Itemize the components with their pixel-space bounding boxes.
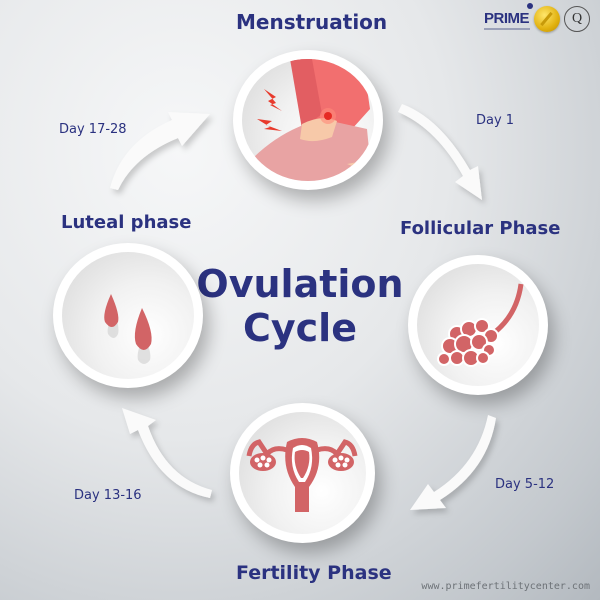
phase-title-follicular: Follicular Phase (400, 218, 561, 239)
arrow-day1-icon (398, 104, 482, 200)
brand-logos: PRIME Q (484, 3, 590, 32)
arrow-day5-12-icon (410, 415, 496, 510)
menstruation-circle (233, 50, 383, 190)
fertility-circle (230, 403, 375, 543)
follicular-circle (408, 255, 548, 395)
gold-seal-icon (534, 6, 560, 32)
phase-title-fertility: Fertility Phase (236, 562, 392, 584)
diagram-title: Ovulation Cycle (196, 262, 404, 350)
day-label-1: Day 1 (476, 113, 515, 128)
day-label-5-12: Day 5-12 (495, 477, 555, 492)
arrow-day13-16-icon (122, 408, 212, 498)
luteal-circle (53, 243, 203, 388)
day-label-17-28: Day 17-28 (59, 122, 127, 137)
day-label-13-16: Day 13-16 (74, 488, 142, 503)
blood-drops-icon (104, 294, 152, 364)
abdominal-pain-icon (242, 59, 374, 181)
ovary-follicles-icon (437, 283, 524, 367)
phase-title-luteal: Luteal phase (61, 212, 192, 233)
website-url[interactable]: www.primefertilitycenter.com (421, 581, 590, 592)
uterus-icon (246, 438, 358, 512)
logo-dot-icon (527, 3, 533, 9)
phase-title-menstruation: Menstruation (236, 10, 388, 34)
quality-badge-icon: Q (564, 6, 590, 32)
prime-logo: PRIME (484, 3, 533, 30)
